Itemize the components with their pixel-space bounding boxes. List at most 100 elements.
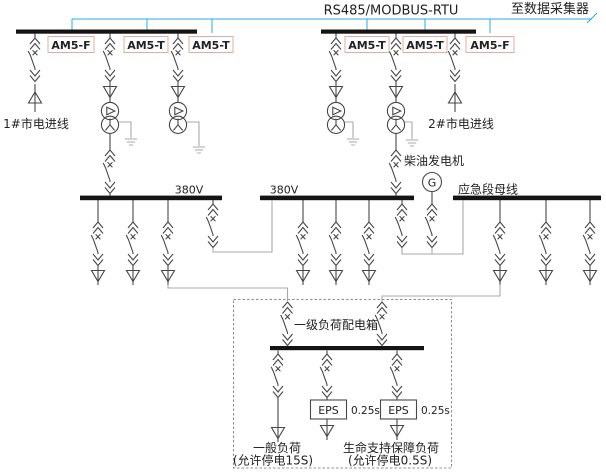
comm-drop-lines (71, 19, 491, 33)
comm-bus-line (72, 12, 598, 24)
comm-protocol-label: RS485/MODBUS-RTU (324, 4, 459, 19)
main-busbar-1 (16, 29, 197, 34)
lv-left-voltage-label: 380V (175, 184, 204, 197)
outgoing-arrow-icon (328, 85, 344, 102)
transformer-icon (168, 101, 188, 134)
incoming-arrow-icon (447, 83, 463, 113)
life-support-load-note: (允许停电0.5S) (348, 453, 432, 468)
wire-segments (34, 33, 591, 427)
outgoing-arrow-icon (102, 85, 118, 102)
circuit-wires (27, 33, 598, 443)
drawout-breaker-icon (388, 149, 402, 195)
box-feed-normal (167, 284, 289, 302)
ground-icon (124, 138, 138, 146)
load-arrow-icon (389, 424, 405, 441)
device-box (123, 36, 169, 53)
distribution-box-label: 一级负荷配电箱 (294, 317, 378, 332)
emergency-transfer-link (401, 200, 464, 255)
distribution-box-busbar (270, 346, 424, 351)
ground-connections (118, 121, 419, 154)
feeder-breaker-icon (582, 221, 596, 267)
box-outgoing-breaker-icon (389, 353, 403, 399)
incoming-arrow-icon (27, 83, 43, 113)
box-outgoing-breaker-icon (319, 353, 333, 399)
life-support-load-label: 生命支持保障负荷 (343, 440, 439, 455)
drawout-breaker-icon (170, 37, 184, 83)
connector-wires (167, 200, 501, 302)
eps-unit-2 (379, 399, 418, 420)
bus-tie-link (212, 200, 273, 253)
outgoing-arrow-icon (538, 269, 554, 286)
outgoing-arrow-icon (170, 85, 186, 102)
data-collector-label: 至数据采集器 (511, 1, 589, 17)
drawout-breaker-icon (27, 37, 41, 83)
lv-busbar-left-380v (80, 195, 222, 201)
transformer-icon (100, 101, 120, 134)
device-box (465, 36, 515, 53)
comm-network (71, 12, 598, 33)
device-label: AM5-F (51, 39, 90, 52)
ats-breaker-icon (394, 203, 408, 249)
device-label: AM5-T (192, 39, 230, 52)
lv-right-voltage-label: 380V (270, 184, 299, 197)
feeder-breaker-icon (295, 221, 309, 267)
feeder-breaker-icon (90, 221, 104, 267)
drawout-breaker-icon (102, 37, 116, 83)
generator-icon (421, 171, 443, 193)
ground-icon (192, 146, 206, 154)
outgoing-arrow-icon (492, 269, 508, 286)
drawout-breaker-icon (447, 37, 461, 83)
outgoing-arrow-icon (295, 269, 311, 286)
load-arrow-icon (270, 426, 286, 443)
transformer-icon (386, 101, 406, 134)
eps1-label: EPS (318, 404, 339, 417)
eps1-delay-label: 0.25s (351, 405, 380, 417)
general-load-note: (允许停电15S) (233, 453, 313, 468)
generator-breaker-icon (424, 203, 438, 249)
device-box (188, 36, 234, 53)
bus-tie-breaker-icon (205, 203, 219, 249)
emergency-bus-label: 应急段母线 (458, 182, 518, 197)
device-label: AM5-T (348, 39, 386, 52)
drawout-breaker-icon (102, 149, 116, 195)
transformer-icon (326, 101, 346, 134)
main-busbar-2 (321, 29, 476, 34)
utility-1-label: 1#市电进线 (3, 116, 69, 131)
feeder-breaker-icon (538, 221, 552, 267)
outgoing-arrow-icon (160, 269, 176, 286)
eps2-delay-label: 0.25s (421, 405, 450, 417)
ground-icon (346, 138, 360, 146)
drawout-breaker-icon (388, 37, 402, 83)
emergency-busbar (453, 195, 601, 201)
drawout-breaker-icon (328, 37, 342, 83)
outgoing-arrow-icon (90, 269, 106, 286)
ground-icon (405, 139, 419, 147)
outgoing-arrow-icon (361, 269, 377, 286)
feeder-breaker-icon (125, 221, 139, 267)
outgoing-arrow-icon (328, 269, 344, 286)
outgoing-arrow-icon (125, 269, 141, 286)
device-label: AM5-T (406, 39, 444, 52)
critical-load-box-outline (232, 298, 453, 469)
feeder-breaker-icon (160, 221, 174, 267)
utility-2-label: 2#市电进线 (428, 116, 494, 131)
box-outgoing-breaker-icon (270, 353, 284, 399)
lv-busbar-right-380v (260, 195, 414, 201)
feeder-breaker-icon (328, 221, 342, 267)
eps-unit-1 (309, 399, 348, 420)
general-load-label: 一般负荷 (253, 440, 301, 455)
feeder-breaker-icon (361, 221, 375, 267)
outgoing-arrow-icon (388, 85, 404, 102)
device-box (344, 36, 390, 53)
eps2-label: EPS (388, 404, 409, 417)
device-label: AM5-T (127, 39, 165, 52)
device-box (402, 36, 448, 53)
load-arrow-icon (319, 424, 335, 441)
device-label: AM5-F (470, 39, 509, 52)
box-incoming-breaker-icon (280, 301, 294, 347)
generator-symbol-letter: G (428, 177, 437, 190)
meter-devices: AM5-F AM5-T AM5-T AM5-T AM5-T AM5-F (47, 36, 515, 53)
feeder-breaker-icon (492, 221, 506, 267)
outgoing-arrow-icon (582, 269, 598, 286)
